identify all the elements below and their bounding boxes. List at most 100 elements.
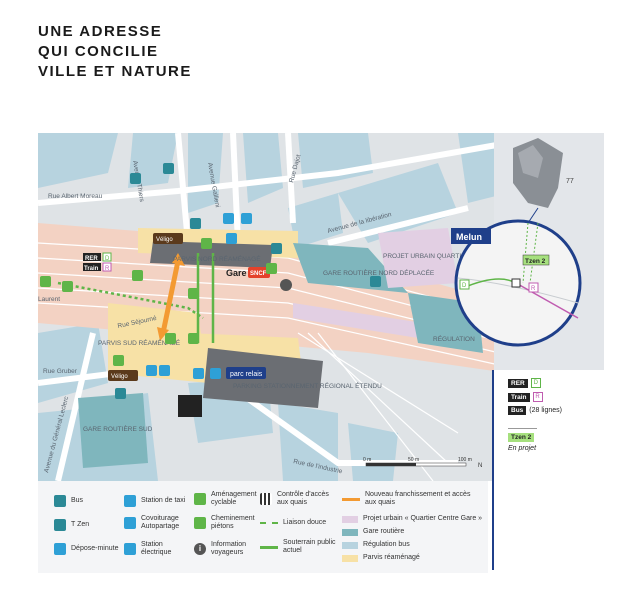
scale-zero: 0 m bbox=[363, 457, 371, 463]
label-gare-routiere-nord: GARE ROUTIÈRE NORD DÉPLACÉE bbox=[323, 268, 435, 277]
title-line-2: QUI CONCILIE bbox=[38, 43, 159, 60]
inset-train-badge bbox=[528, 282, 539, 293]
sncf-logo-text: SNCF bbox=[250, 271, 267, 277]
rer-d-letter: D bbox=[105, 256, 110, 262]
train-badge bbox=[83, 263, 101, 271]
label-regulation: RÉGULATION bbox=[433, 334, 475, 343]
legend-bus: Bus bbox=[54, 495, 83, 507]
gare-routiere-sud bbox=[78, 393, 148, 468]
legend-cycling: Aménagement cyclable bbox=[194, 491, 260, 507]
pedestrian-icon bbox=[113, 355, 124, 366]
map-icons bbox=[40, 163, 381, 417]
tzen-icon bbox=[190, 218, 201, 229]
drop-off-icon bbox=[146, 365, 157, 376]
taxi-icon bbox=[159, 365, 170, 376]
train-r-badge bbox=[102, 262, 112, 272]
label-gare-routiere-sud: GARE ROUTIÈRE SUD bbox=[83, 424, 153, 433]
bike-icon bbox=[188, 288, 199, 299]
drop-off-icon bbox=[54, 543, 66, 555]
bus-icon bbox=[370, 276, 381, 287]
bus-icon bbox=[54, 495, 66, 507]
legend-access-control: Contrôle d'accès aux quais bbox=[260, 491, 332, 507]
info-icon: i bbox=[194, 543, 206, 555]
arrow-icon bbox=[342, 497, 360, 501]
street-label-gruber: Rue Gruber bbox=[43, 368, 78, 375]
label-gare: Gare bbox=[226, 268, 247, 278]
bike-icon bbox=[40, 276, 51, 287]
legend-parvis: Parvis réaménagé bbox=[342, 554, 420, 562]
scale-end: 100 m bbox=[458, 457, 472, 463]
inset-rer-letter: D bbox=[462, 283, 467, 289]
inset-train-line bbox=[515, 282, 579, 319]
inset-city-label: Melun bbox=[456, 232, 482, 242]
legend-pedestrian: Cheminement piétons bbox=[194, 515, 260, 531]
veligo-label-south: Véligo bbox=[111, 374, 128, 380]
drop-off-icon bbox=[223, 213, 234, 224]
sncf-logo bbox=[248, 267, 270, 278]
bus-icon bbox=[163, 163, 174, 174]
street-label-laurent: Laurent bbox=[38, 296, 60, 303]
department-subregion bbox=[518, 145, 543, 178]
label-parking: PARKING STATIONNEMENT RÉGIONAL ÉTENDU bbox=[233, 381, 382, 390]
street-label-albert-moreau: Rue Albert Moreau bbox=[48, 193, 103, 200]
rer-text: RER bbox=[85, 256, 98, 262]
label-parvis-nord: PARVIS NORD RÉAMÉNAGÉ bbox=[173, 254, 261, 263]
legend-tzen-project: Tzen 2 bbox=[508, 428, 538, 442]
pedestrian-icon bbox=[194, 517, 206, 529]
bike-icon bbox=[188, 333, 199, 344]
legend-drop-off: Dépose-minute bbox=[54, 543, 118, 555]
veligo-badge-south bbox=[108, 370, 138, 381]
inset-tzen-badge bbox=[522, 254, 550, 266]
dashed-line-icon bbox=[260, 522, 278, 524]
bus-icon bbox=[115, 388, 126, 399]
legend-carpool: Covoiturage Autopartage bbox=[124, 515, 194, 531]
arrow-head-bottom bbox=[157, 327, 169, 341]
title-line-1: UNE ADRESSE bbox=[38, 23, 163, 40]
pedestrian-icon bbox=[165, 333, 176, 344]
bike-icon bbox=[201, 238, 212, 249]
gate-icon bbox=[260, 493, 272, 505]
inset-station-marker bbox=[511, 278, 521, 288]
charging-station-icon bbox=[124, 543, 136, 555]
taxi-icon bbox=[241, 213, 252, 224]
legend-bus-lines: Bus(28 lignes) bbox=[508, 406, 562, 415]
bike-icon bbox=[132, 270, 143, 281]
legend-projet: Projet urbain « Quartier Centre Gare » bbox=[342, 515, 482, 523]
legend-gare-routiere: Gare routière bbox=[342, 528, 404, 536]
restaurant-sign bbox=[178, 395, 202, 417]
legend-tzen: T Zen bbox=[54, 519, 89, 531]
inset-rer-badge bbox=[459, 279, 470, 290]
title-line-3: VILLE ET NATURE bbox=[38, 63, 192, 80]
inset-train-letter: R bbox=[531, 286, 536, 292]
dept-number: 77 bbox=[566, 178, 574, 185]
new-crossing-arrow bbox=[160, 260, 181, 334]
train-text: Train bbox=[84, 266, 99, 272]
bus-icon bbox=[130, 173, 141, 184]
legend-regulation: Régulation bus bbox=[342, 541, 410, 549]
label-projet-urbain: PROJET URBAIN QUARTIER CENTRE GARE bbox=[383, 253, 520, 260]
info-icon bbox=[280, 279, 292, 291]
veligo-badge-north bbox=[153, 233, 183, 244]
legend-souterrain: Souterrain public actuel bbox=[260, 539, 340, 555]
label-parvis-sud: PARVIS SUD RÉAMÉNAGÉ bbox=[98, 338, 181, 347]
map-legend: Bus T Zen Dépose-minute Station de taxi … bbox=[38, 481, 488, 573]
tzen-icon bbox=[54, 519, 66, 531]
projet-urbain-area bbox=[378, 228, 458, 288]
taxi-icon bbox=[124, 495, 136, 507]
rer-badge bbox=[83, 253, 101, 261]
rer-d-badge bbox=[102, 252, 112, 262]
taxi-icon bbox=[226, 233, 237, 244]
north-arrow: N bbox=[478, 463, 482, 469]
scale-mid: 50 m bbox=[408, 457, 419, 463]
solid-line-icon bbox=[260, 545, 278, 549]
page-title: UNE ADRESSE QUI CONCILIE VILLE ET NATURE bbox=[38, 22, 192, 82]
carpool-icon bbox=[124, 517, 136, 529]
bike-icon bbox=[266, 263, 277, 274]
carpool-icon bbox=[210, 368, 221, 379]
projet-urbain-strip bbox=[293, 303, 423, 338]
legend-charging: Station électrique bbox=[124, 541, 184, 557]
bike-icon bbox=[194, 493, 206, 505]
